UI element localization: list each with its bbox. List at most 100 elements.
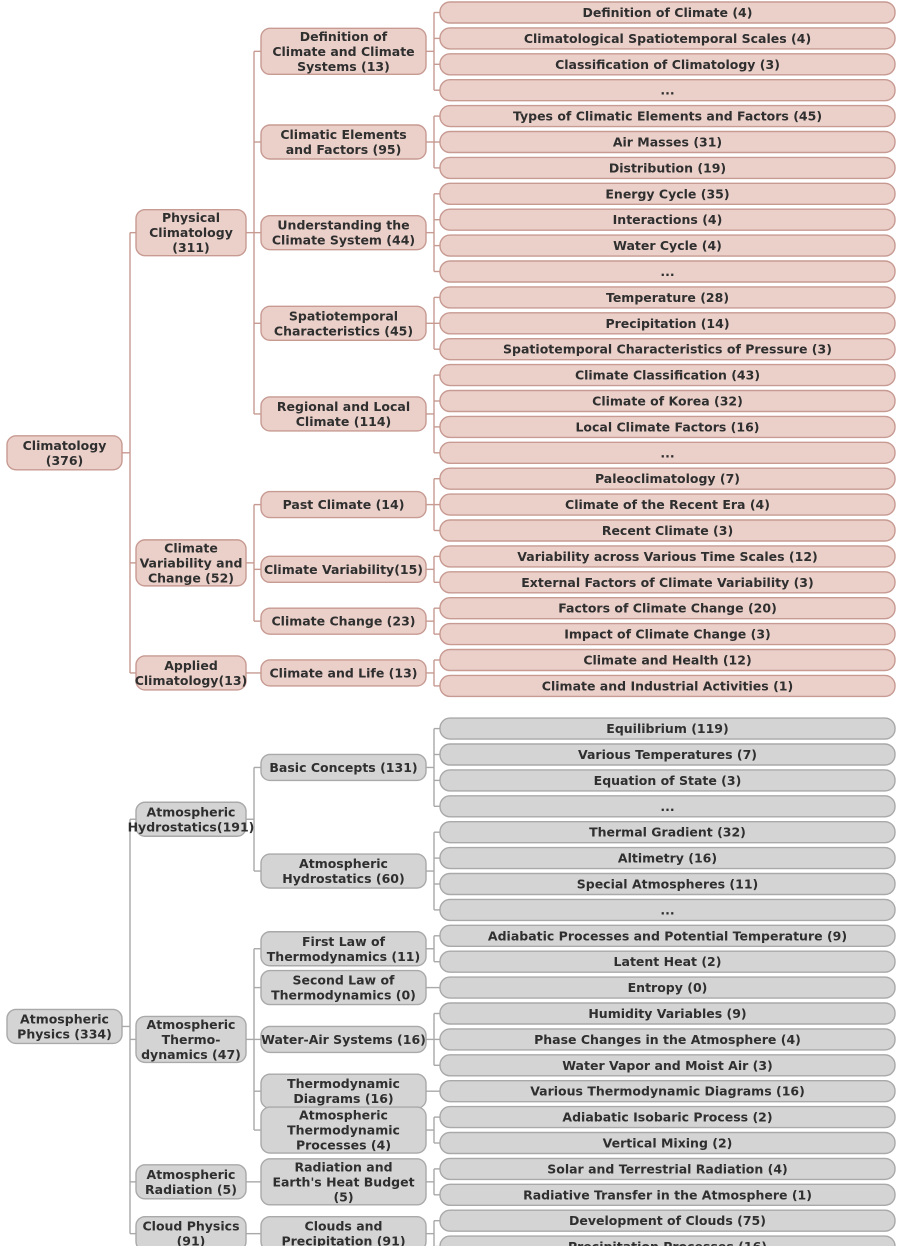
node-label: Precipitation Processes (16) [568,1239,767,1246]
node-classification-of-climatology-3: Classification of Climatology (3) [439,53,896,76]
node-label: Factors of Climate Change (20) [558,601,777,616]
node-more: ... [439,260,896,283]
node-precipitation-processes-16: Precipitation Processes (16) [439,1235,896,1246]
node-label: Basic Concepts (131) [269,760,417,775]
node-water-air-systems-16: Water-Air Systems (16) [260,1025,427,1054]
node-factors-of-climate-change-20: Factors of Climate Change (20) [439,597,896,620]
node-variability-across-various-time-scales-12: Variability across Various Time Scales (… [439,545,896,568]
node-equilibrium-119: Equilibrium (119) [439,717,896,740]
node-water-vapor-and-moist-air-3: Water Vapor and Moist Air (3) [439,1054,896,1077]
node-label: External Factors of Climate Variability … [521,575,813,590]
node-phase-changes-in-the-atmosphere-4: Phase Changes in the Atmosphere (4) [439,1028,896,1051]
node-adiabatic-isobaric-process-2: Adiabatic Isobaric Process (2) [439,1105,896,1129]
node-label: Paleoclimatology (7) [595,471,740,486]
node-climate-classification-43: Climate Classification (43) [439,363,896,387]
node-label: ... [660,83,674,98]
node-climate-of-the-recent-era-4: Climate of the Recent Era (4) [439,493,896,516]
node-label: Phase Changes in the Atmosphere (4) [534,1032,801,1047]
node-water-cycle-4: Water Cycle (4) [439,234,896,257]
node-label: Climate of the Recent Era (4) [565,497,770,512]
node-label: Water Vapor and Moist Air (3) [562,1058,773,1073]
node-more: ... [439,795,896,818]
node-label: Distribution (19) [609,160,726,175]
node-label: ... [660,264,674,279]
node-impact-of-climate-change-3: Impact of Climate Change (3) [439,622,896,646]
node-various-thermodynamic-diagrams-16: Various Thermodynamic Diagrams (16) [439,1079,896,1103]
node-special-atmospheres-11: Special Atmospheres (11) [439,872,896,896]
node-label: Temperature (28) [606,290,729,305]
node-label: Interactions (4) [613,212,723,227]
node-types-of-climatic-elements-and-factors-45: Types of Climatic Elements and Factors (… [439,104,896,128]
node-climatology-376: Climatology(376) [6,435,123,471]
node-local-climate-factors-16: Local Climate Factors (16) [439,415,896,439]
node-label: Development of Clouds (75) [569,1213,766,1228]
node-spatiotemporal-characteristics-of-pressure-3: Spatiotemporal Characteristics of Pressu… [439,338,896,361]
node-label: Climate and Industrial Activities (1) [542,678,793,693]
node-more: ... [439,78,896,102]
node-vertical-mixing-2: Vertical Mixing (2) [439,1131,896,1155]
connector-lines [122,11,440,1246]
node-label: Solar and Terrestrial Radiation (4) [547,1161,788,1176]
node-label: Water-Air Systems (16) [261,1032,426,1047]
node-label: ... [660,902,674,917]
node-label: ... [660,445,674,460]
node-thermal-gradient-32: Thermal Gradient (32) [439,821,896,844]
node-label: Past Climate (14) [283,497,405,512]
node-label: Variability across Various Time Scales (… [517,549,817,564]
node-definition-of-climate-4: Definition of Climate (4) [439,1,896,24]
node-energy-cycle-35: Energy Cycle (35) [439,182,896,206]
node-label: Recent Climate (3) [602,523,733,538]
node-label: Climate and Life (13) [270,665,418,680]
node-basic-concepts-131: Basic Concepts (131) [260,753,427,782]
node-cloud-physics-91: Cloud Physics(91) [135,1215,247,1246]
node-label: Altimetry (16) [618,851,717,866]
node-more: ... [439,898,896,922]
node-label: Equilibrium (119) [606,721,728,736]
node-climate-change-23: Climate Change (23) [260,607,427,635]
node-label: Special Atmospheres (11) [577,877,758,892]
node-label: Types of Climatic Elements and Factors (… [513,109,822,124]
node-label: Various Temperatures (7) [578,747,757,762]
node-label: Radiative Transfer in the Atmosphere (1) [523,1187,812,1202]
node-label: Energy Cycle (35) [605,186,729,201]
node-equation-of-state-3: Equation of State (3) [439,769,896,792]
node-latent-heat-2: Latent Heat (2) [439,950,896,973]
node-various-temperatures-7: Various Temperatures (7) [439,743,896,766]
node-past-climate-14: Past Climate (14) [260,490,427,519]
node-label: Local Climate Factors (16) [575,419,759,434]
node-label: Climate Change (23) [271,614,415,629]
node-more: ... [439,441,896,464]
node-label: ... [660,799,674,814]
node-external-factors-of-climate-variability-3: External Factors of Climate Variability … [439,571,896,594]
node-radiative-transfer-in-the-atmosphere-1: Radiative Transfer in the Atmosphere (1) [439,1183,896,1207]
node-climate-and-industrial-activities-1: Climate and Industrial Activities (1) [439,674,896,698]
node-label: Adiabatic Isobaric Process (2) [562,1110,772,1125]
node-entropy-0: Entropy (0) [439,976,896,999]
node-solar-and-terrestrial-radiation-4: Solar and Terrestrial Radiation (4) [439,1157,896,1181]
node-humidity-variables-9: Humidity Variables (9) [439,1002,896,1025]
node-label: Climatological Spatiotemporal Scales (4) [524,31,811,46]
